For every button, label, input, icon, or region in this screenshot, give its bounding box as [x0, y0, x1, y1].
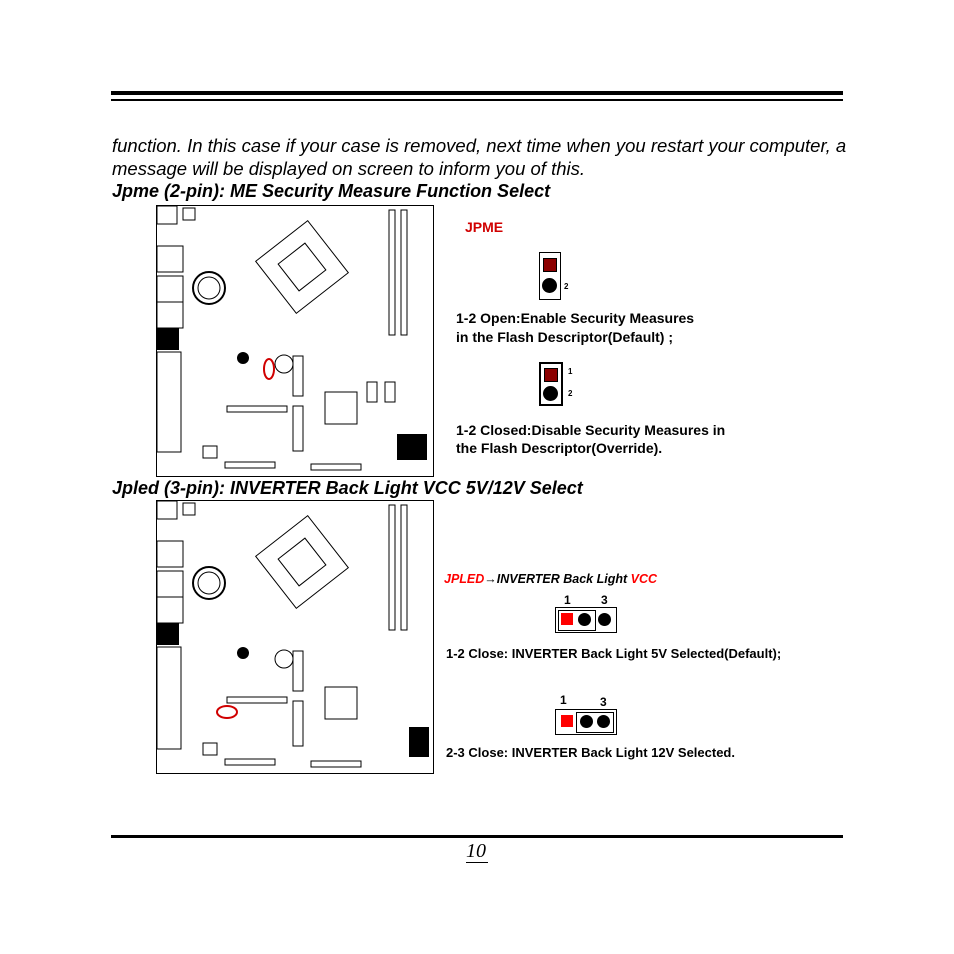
- jpme-open-desc-2: in the Flash Descriptor(Default) ;: [456, 329, 674, 345]
- jpled-shunt-2-3: [576, 712, 614, 733]
- jpled-close12-desc: 1-2 Close: INVERTER Back Light 5V Select…: [446, 646, 782, 661]
- page-number-underline: [466, 862, 488, 863]
- jpme-pin2: [542, 278, 557, 293]
- jpled-pin3: [598, 613, 611, 626]
- jpled-pin1-label: 1: [564, 593, 571, 607]
- jpled-label-desc: INVERTER Back Light: [496, 572, 631, 586]
- jpme-heading: Jpme (2-pin): ME Security Measure Functi…: [112, 181, 551, 201]
- top-rule-thick: [111, 91, 843, 95]
- jpled-jumper-1-2: [555, 607, 617, 633]
- jpled-pin1b: [561, 715, 573, 727]
- jpme-label: JPME: [465, 219, 504, 235]
- jpled-label: JPLED: [444, 572, 485, 586]
- jpme-open-desc-1: 1-2 Open:Enable Security Measures: [456, 310, 695, 326]
- jpled-pin2b: [580, 715, 593, 728]
- jpled-label-vcc: VCC: [630, 572, 658, 586]
- jpme-pin1: [543, 258, 557, 272]
- motherboard-diagram-bottom: [156, 500, 434, 774]
- jpme-closed-desc-1: 1-2 Closed:Disable Security Measures in: [456, 422, 726, 438]
- board-layout-2: [156, 500, 429, 768]
- jpled-pin1b-label: 1: [560, 693, 567, 707]
- page-number: 10: [466, 840, 486, 862]
- intro-paragraph: function. In this case if your case is r…: [112, 135, 847, 179]
- jpled-pin1: [561, 613, 573, 625]
- motherboard-diagram-top: [156, 205, 434, 477]
- bottom-rule: [111, 835, 843, 838]
- top-rule-thin: [111, 99, 843, 101]
- jpled-pin3-label: 3: [601, 593, 608, 607]
- jpme-closed-pin2: [543, 386, 558, 401]
- jpme-pin2-label: 2: [564, 282, 569, 291]
- jpled-heading: Jpled (3-pin): INVERTER Back Light VCC 5…: [112, 478, 583, 498]
- arrow-icon: →: [484, 572, 497, 586]
- jpled-pin3b: [597, 715, 610, 728]
- jpme-jumper-open: [539, 252, 561, 300]
- board-layout: [156, 205, 427, 471]
- jpme-closed-desc-2: the Flash Descriptor(Override).: [456, 440, 663, 456]
- jpme-closed-pin1-label: 1: [568, 367, 573, 376]
- jpme-jumper-closed: [539, 362, 563, 406]
- jpled-pin3b-label: 3: [600, 695, 607, 709]
- jpled-pin2: [578, 613, 591, 626]
- jpled-title-line: JPLED→INVERTER Back Light VCC: [444, 570, 657, 589]
- jpled-close23-desc: 2-3 Close: INVERTER Back Light 12V Selec…: [446, 745, 735, 760]
- jpled-shunt-1-2: [558, 610, 596, 631]
- jpme-closed-pin2-label: 2: [568, 389, 573, 398]
- jpme-closed-pin1: [544, 368, 558, 382]
- jpled-jumper-2-3: [555, 709, 617, 735]
